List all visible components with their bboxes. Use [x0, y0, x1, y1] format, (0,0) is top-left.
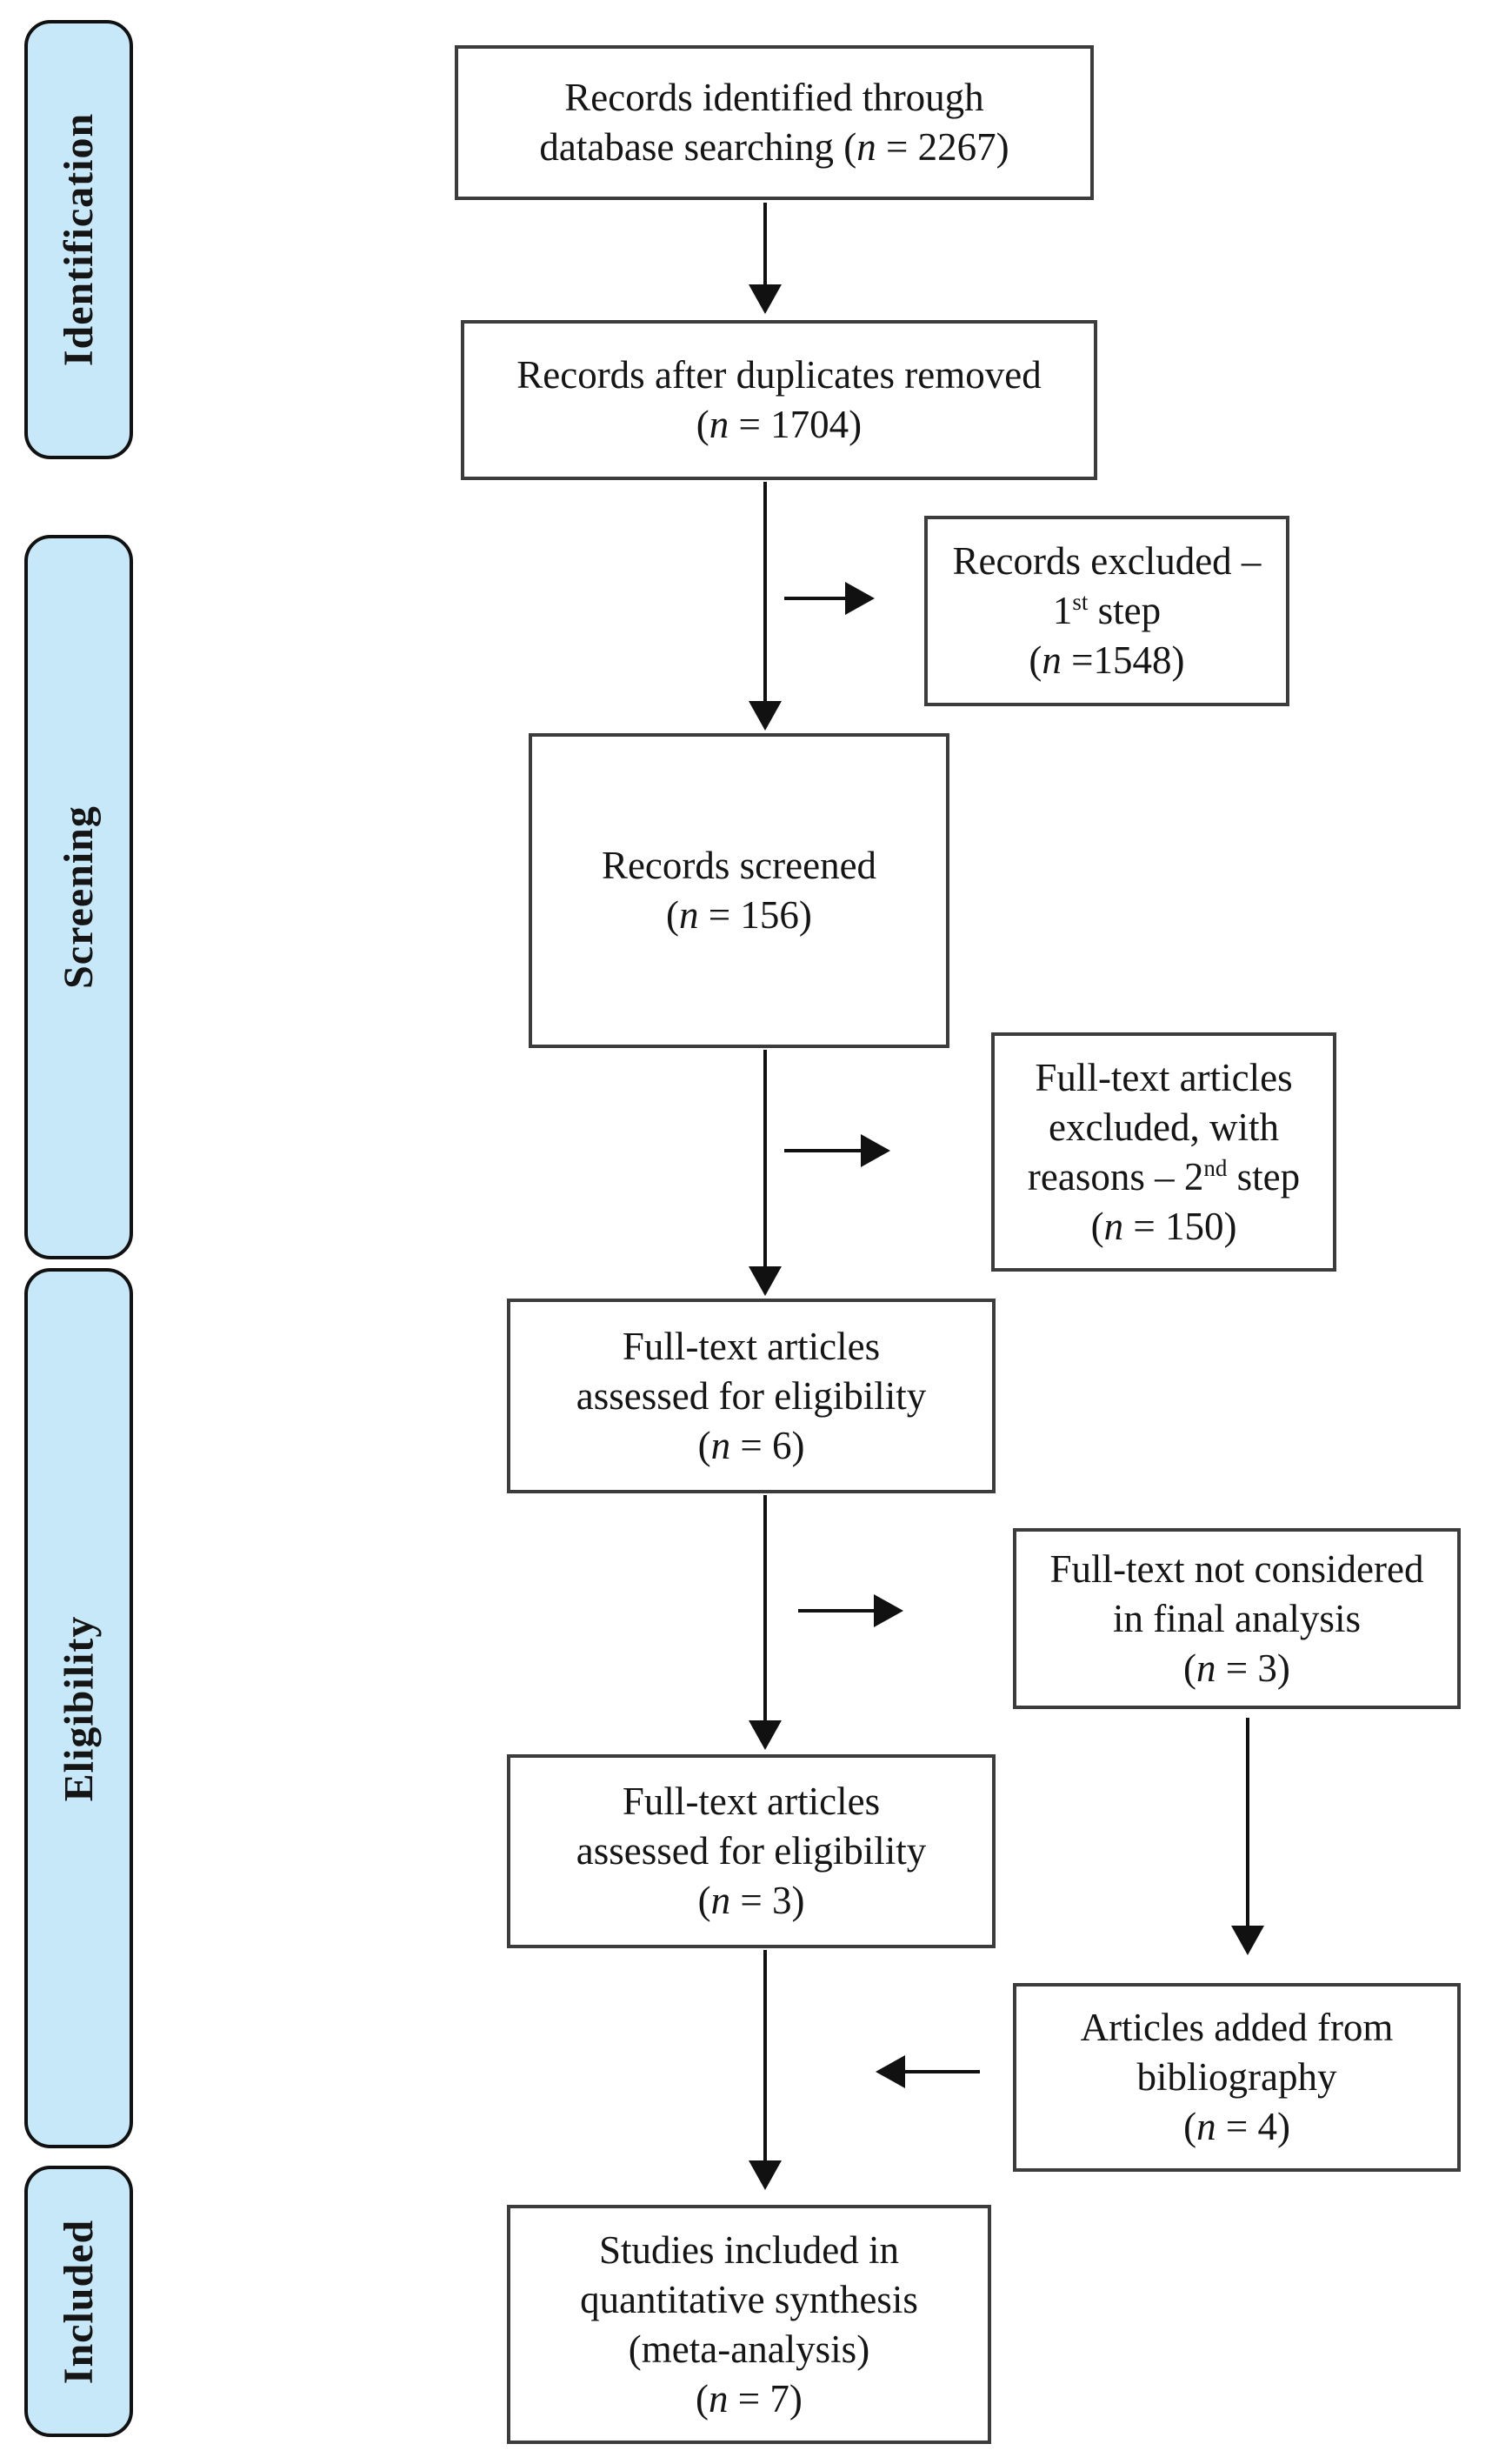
arrow-branch-excluded-step1-stem [784, 597, 847, 600]
arrow-assessed6-to-assessed3-stem [763, 1495, 767, 1720]
arrow-not-considered-to-bibliography-stem [1246, 1718, 1249, 1926]
stage-eligibility-label: Eligibility [56, 1615, 102, 1801]
stage-screening-label: Screening [56, 805, 102, 989]
arrow-bibliography-to-main-flow-head [876, 2055, 905, 2088]
arrow-branch-excluded-step2-stem [784, 1149, 863, 1152]
stage-identification-label: Identification [56, 112, 102, 367]
stage-screening: Screening [24, 535, 133, 1259]
arrow-duplicates-to-screened-head [749, 701, 782, 731]
stage-eligibility: Eligibility [24, 1268, 133, 2148]
arrow-bibliography-to-main-flow-stem [903, 2070, 980, 2073]
stage-included-label: Included [56, 2219, 102, 2384]
box-records-excluded-step1: Records excluded –1st step(n =1548) [924, 516, 1289, 706]
arrow-assessed3-to-included-head [749, 2160, 782, 2190]
box-records-after-duplicates-removed: Records after duplicates removed(n = 170… [461, 320, 1097, 480]
stage-identification: Identification [24, 20, 133, 459]
arrow-branch-not-considered-head [874, 1594, 903, 1627]
arrow-branch-not-considered-stem [798, 1609, 876, 1613]
arrow-not-considered-to-bibliography-head [1231, 1926, 1264, 1955]
arrow-branch-excluded-step2-head [861, 1134, 890, 1167]
arrow-duplicates-to-screened-stem [763, 482, 767, 701]
arrow-branch-excluded-step1-head [845, 582, 875, 615]
arrow-assessed3-to-included-stem [763, 1950, 767, 2160]
arrow-identified-to-duplicates-stem [763, 203, 767, 285]
arrow-assessed6-to-assessed3-head [749, 1720, 782, 1750]
box-records-screened: Records screened(n = 156) [529, 733, 949, 1048]
arrow-screened-to-assessed6-head [749, 1266, 782, 1296]
arrow-identified-to-duplicates-head [749, 284, 782, 314]
stage-included: Included [24, 2166, 133, 2437]
arrow-screened-to-assessed6-stem [763, 1050, 767, 1266]
